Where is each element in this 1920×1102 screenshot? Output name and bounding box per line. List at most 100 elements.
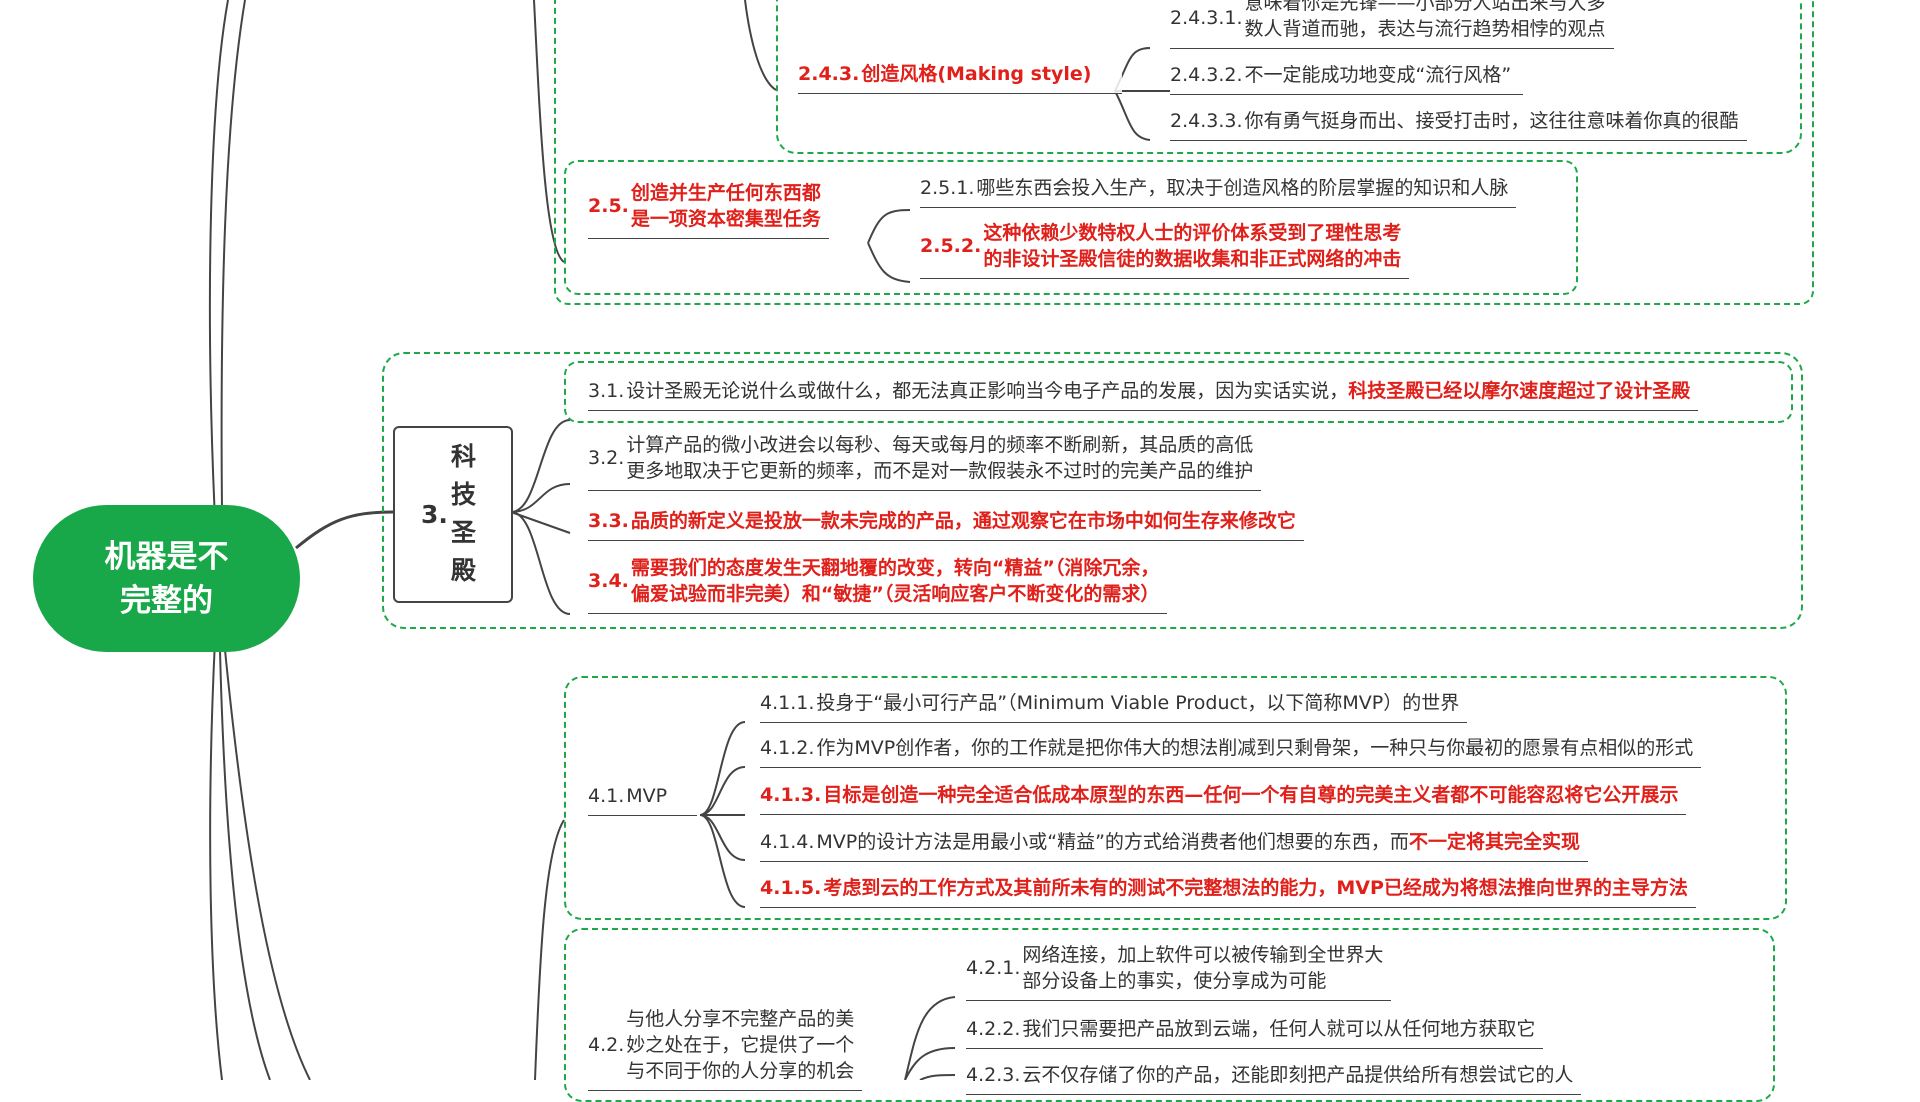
node-3-3[interactable]: 3.3.品质的新定义是投放一款未完成的产品，通过观察它在市场中如何生存来修改它 (588, 507, 1304, 541)
node-3-4[interactable]: 3.4.需要我们的态度发生天翻地覆的改变，转向“精益”（消除冗余，偏爱试验而非完… (588, 555, 1168, 614)
s4-n423-text-text: 云不仅存储了你的产品，还能即刻把产品提供给所有想尝试它的人 (1022, 1063, 1574, 1086)
s4-n415-num-text: 4.1.5. (760, 876, 822, 899)
trunk-line-up-1 (208, 0, 229, 521)
s2-n2433-text-text: 你有勇气挺身而出、接受打击时，这往往意味着你真的很酷 (1244, 109, 1739, 132)
node-4-1[interactable]: 4.1.MVP (588, 782, 698, 816)
node-4-2[interactable]: 4.2.与他人分享不完整产品的美妙之处在于，它提供了一个与不同于你的人分享的机会 (588, 1006, 863, 1091)
s2-n25-line2-text: 是一项资本密集型任务 (630, 208, 821, 230)
s3-title-1-text: 技 (451, 480, 477, 509)
s4-n421-line1-text: 网络连接，加上软件可以被传输到全世界大 (1022, 944, 1384, 966)
s3-n34-line2-text: 偏爱试验而非完美）和“敏捷”（灵活响应客户不断变化的需求） (630, 583, 1160, 605)
s4-n423-num-text: 4.2.3. (966, 1063, 1021, 1086)
s4-n414-red-text: 不一定将其完全实现 (1408, 830, 1580, 853)
n41-group (564, 676, 1787, 920)
node-text: MVP的设计方法是用最小或“精益”的方式给消费者他们想要的东西，而不一定将其完全… (816, 829, 1580, 855)
s3-n32-num-text: 3.2. (588, 447, 625, 469)
s2-n251-num-text: 2.5.1. (920, 176, 975, 199)
node-text: 设计圣殿无论说什么或做什么，都无法真正影响当今电子产品的发展，因为实话实说，科技… (626, 378, 1690, 404)
s4-n42-line1-text: 与他人分享不完整产品的美 (626, 1008, 855, 1030)
s2-n2432-num-text: 2.4.3.2. (1170, 63, 1243, 86)
s2-n2431-line2-text: 数人背道而驰，表达与流行趋势相悖的观点 (1244, 18, 1606, 40)
n243-group (776, 0, 1802, 154)
s4-n412-num-text: 4.1.2. (760, 736, 815, 759)
node-2-5[interactable]: 2.5.创造并生产任何东西都是一项资本密集型任务 (588, 180, 829, 239)
node-4-1-1[interactable]: 4.1.1.投身于“最小可行产品”（Minimum Viable Product… (760, 689, 1468, 723)
node-2-4-3-3[interactable]: 2.4.3.3.你有勇气挺身而出、接受打击时，这往往意味着你真的很酷 (1170, 107, 1747, 141)
s4-n41-num-text: 4.1. (588, 784, 625, 807)
trunk-line-down-1 (209, 639, 223, 1080)
node-text: 网络连接，加上软件可以被传输到全世界大部分设备上的事实，使分享成为可能 (1022, 942, 1383, 994)
s4-n42-num-text: 4.2. (588, 1034, 625, 1056)
s3-n31-text-text: 设计圣殿无论说什么或做什么，都无法真正影响当今电子产品的发展，因为实话实说， (626, 379, 1349, 402)
s2-n252-line2-text: 的非设计圣殿信徒的数据收集和非正式网络的冲击 (983, 248, 1402, 270)
s3-n34-num-text: 3.4. (588, 570, 629, 592)
s4-n413-num-text: 4.1.3. (760, 783, 822, 806)
s3-n33-num-text: 3.3. (588, 509, 629, 532)
s4-n414-text-text: MVP的设计方法是用最小或“精益”的方式给消费者他们想要的东西，而 (816, 830, 1409, 853)
s2-n252-num-text: 2.5.2. (920, 235, 982, 257)
s4-n421-num-text: 4.2.1. (966, 957, 1021, 979)
s2-n243-num-text: 2.4.3. (798, 62, 860, 85)
root-to-sec3-line (295, 510, 394, 550)
s4-n411-num-text: 4.1.1. (760, 691, 815, 714)
s2-n2431-num-text: 2.4.3.1. (1170, 7, 1243, 29)
root-label-text: 机器是不完整的 (104, 538, 229, 619)
s4-n414-num-text: 4.1.4. (760, 830, 815, 853)
node-text: 计算产品的微小改进会以每秒、每天或每月的频率不断刷新，其品质的高低更多地取决于它… (626, 432, 1253, 484)
trunk-line-down-2 (219, 649, 271, 1080)
s3-n31-num-text: 3.1. (588, 379, 625, 402)
section-3-node[interactable]: 3. 科技圣殿 (393, 426, 513, 603)
sec2-outer-group (554, 0, 1814, 305)
n42-children-lines (904, 996, 956, 1080)
s4-n41-text-text: MVP (626, 784, 668, 807)
s4-n42-line3-text: 与不同于你的人分享的机会 (626, 1060, 855, 1082)
s2-n25-num-text: 2.5. (588, 195, 629, 217)
node-4-1-4[interactable]: 4.1.4.MVP的设计方法是用最小或“精益”的方式给消费者他们想要的东西，而不… (760, 828, 1588, 862)
s2-n25-line1-text: 创造并生产任何东西都 (630, 182, 821, 204)
trunk-line-up-2 (220, 0, 246, 511)
s2-n243-text-text: 创造风格(Making style) (861, 62, 1092, 85)
node-4-1-5[interactable]: 4.1.5.考虑到云的工作方式及其前所未有的测试不完整想法的能力，MVP已经成为… (760, 874, 1696, 908)
node-text: 与他人分享不完整产品的美妙之处在于，它提供了一个与不同于你的人分享的机会 (626, 1006, 854, 1084)
s3-n32-line2-text: 更多地取决于它更新的频率，而不是对一款假装永不过时的完美产品的维护 (626, 460, 1254, 482)
node-3-1[interactable]: 3.1.设计圣殿无论说什么或做什么，都无法真正影响当今电子产品的发展，因为实话实… (588, 377, 1699, 411)
node-2-5-1[interactable]: 2.5.1.哪些东西会投入生产，取决于创造风格的阶层掌握的知识和人脉 (920, 174, 1517, 208)
s4-n415-text-text: 考虑到云的工作方式及其前所未有的测试不完整想法的能力，MVP已经成为将想法推向世… (823, 876, 1688, 899)
s3-n31-red-text: 科技圣殿已经以摩尔速度超过了设计圣殿 (1348, 379, 1691, 402)
s3-title-2-text: 圣 (451, 518, 477, 547)
s2-n252-line1-text: 这种依赖少数特权人士的评价体系受到了理性思考 (983, 222, 1402, 244)
s3-title-3-text: 殿 (451, 556, 477, 585)
sec2-branch-line (533, 0, 565, 263)
s2-n2431-line1-text: 意味着你是先锋——小部分人站出来与大多 (1244, 0, 1606, 14)
s3-n33-text-text: 品质的新定义是投放一款未完成的产品，通过观察它在市场中如何生存来修改它 (630, 509, 1296, 532)
node-text: 意味着你是先锋——小部分人站出来与大多数人背道而驰，表达与流行趋势相悖的观点 (1245, 0, 1606, 42)
node-2-4-3[interactable]: 2.4.3.创造风格(Making style) (798, 60, 1122, 94)
node-2-4-3-1[interactable]: 2.4.3.1.意味着你是先锋——小部分人站出来与大多数人背道而驰，表达与流行趋… (1170, 0, 1614, 49)
n243-branch-line (744, 0, 777, 91)
s3-num-text: 3. (421, 500, 448, 529)
node-4-2-2[interactable]: 4.2.2.我们只需要把产品放到云端，任何人就可以从任何地方获取它 (966, 1015, 1544, 1049)
sec3-group (382, 352, 1803, 629)
n41-children-lines (699, 721, 746, 908)
root-node[interactable]: 机器是不完整的 (33, 505, 300, 652)
s4-n411-text-text: 投身于“最小可行产品”（Minimum Viable Product，以下简称M… (816, 691, 1460, 714)
trunk-line-down-3 (224, 649, 311, 1080)
s2-n2433-num-text: 2.4.3.3. (1170, 109, 1243, 132)
sec4-trunk-line (534, 819, 565, 1080)
node-4-1-3[interactable]: 4.1.3.目标是创造一种完全适合低成本原型的东西—任何一个有自尊的完美主义者都… (760, 781, 1687, 815)
sec3-children-lines (510, 419, 571, 615)
s4-n422-num-text: 4.2.2. (966, 1017, 1021, 1040)
node-text: 科技圣殿 (451, 438, 481, 590)
node-4-1-2[interactable]: 4.1.2.作为MVP创作者，你的工作就是把你伟大的想法削减到只剩骨架，一种只与… (760, 734, 1702, 768)
s4-n422-text-text: 我们只需要把产品放到云端，任何人就可以从任何地方获取它 (1022, 1017, 1536, 1040)
node-2-4-3-2[interactable]: 2.4.3.2.不一定能成功地变成“流行风格” (1170, 61, 1524, 95)
node-3-2[interactable]: 3.2.计算产品的微小改进会以每秒、每天或每月的频率不断刷新，其品质的高低更多地… (588, 432, 1262, 491)
n25-group (564, 160, 1578, 295)
node-4-2-3[interactable]: 4.2.3.云不仅存储了你的产品，还能即刻把产品提供给所有想尝试它的人 (966, 1061, 1582, 1095)
s4-n42-line2-text: 妙之处在于，它提供了一个 (626, 1034, 855, 1056)
node-4-2-1[interactable]: 4.2.1.网络连接，加上软件可以被传输到全世界大部分设备上的事实，使分享成为可… (966, 942, 1392, 1001)
s3-n32-line1-text: 计算产品的微小改进会以每秒、每天或每月的频率不断刷新，其品质的高低 (626, 434, 1254, 456)
s4-n412-text-text: 作为MVP创作者，你的工作就是把你伟大的想法削减到只剩骨架，一种只与你最初的愿景… (816, 736, 1694, 759)
node-text: 这种依赖少数特权人士的评价体系受到了理性思考的非设计圣殿信徒的数据收集和非正式网… (983, 220, 1401, 272)
node-2-5-2[interactable]: 2.5.2.这种依赖少数特权人士的评价体系受到了理性思考的非设计圣殿信徒的数据收… (920, 220, 1410, 279)
